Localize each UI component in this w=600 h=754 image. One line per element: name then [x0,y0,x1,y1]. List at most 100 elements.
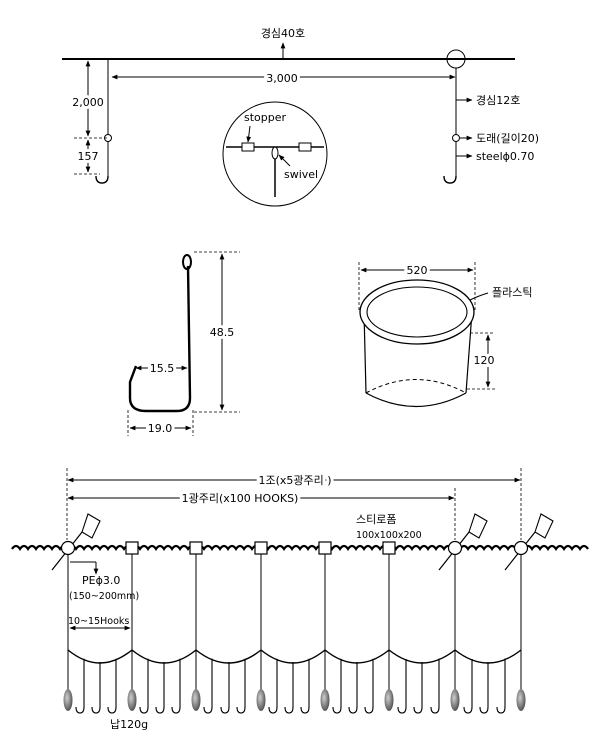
sinker-8 [516,689,526,711]
float-box-2 [189,541,203,555]
branch-label: 157 [78,150,99,163]
ground-line-sag-5 [324,649,390,664]
branch-hook-19 [463,658,473,714]
branch-hook-4 [139,658,149,714]
pot-rim-inner [366,286,468,338]
flag-icon [81,513,101,539]
sinker-6 [384,689,394,711]
pot-diameter-label: 520 [407,264,428,277]
inset-stopper-left [241,142,255,152]
height-label: 2,000 [72,96,104,109]
branch-hook-16 [397,658,407,714]
buoy-marker-3 [504,513,554,571]
branch-hook-12 [300,658,310,714]
branch-hook-6 [171,658,181,714]
branch-hook-17 [413,662,423,714]
ground-line-sag-3 [195,649,262,664]
branch-hook-7 [203,658,213,714]
branch-hook-15 [364,658,374,714]
float-box-4 [318,541,332,555]
right-swivel-circle [452,134,460,142]
branch-hook-1 [75,658,85,714]
branch-hook-8 [220,661,230,714]
span-label: 3,000 [266,72,298,85]
pot-bottom-front [365,392,467,407]
swivel-label: 도래(길이20) [476,132,539,145]
sea-surface-wave [11,544,589,551]
pot-rim-outer [359,279,475,345]
ground-line-sag-1 [67,649,133,664]
inset-stopper-right [298,142,312,152]
pot-detail [358,262,495,407]
buoy-marker-1 [51,513,101,571]
branch-hook-10 [268,658,278,714]
flag-icon [468,513,488,539]
branch-hook-2 [91,662,101,714]
hook-detail [127,251,240,436]
hook-detail-labels: 48.5 15.5 19.0 [145,323,238,438]
inset-stopper-label: stopper [244,111,287,124]
ground-line-sags [67,649,522,664]
sinker-4 [256,689,266,711]
float-label: 스티로폼 [356,513,396,526]
sinker-5 [320,689,330,711]
left-hook [95,175,109,184]
branch-hook-18 [430,658,440,714]
buoy-markers [51,513,554,571]
mainline-label: 경심40호 [261,27,305,40]
pot-height-label: 120 [474,354,495,367]
sinker-label: 납120g [110,718,148,731]
float-box-3 [254,541,268,555]
sinkers [63,650,526,711]
pot-material-label: 플라스틱 [492,286,532,299]
sinker-2 [127,689,137,711]
top-assembly-labels: 경심40호 3,000 2,000 157 경심12호 도래(길이20) ste… [69,27,539,181]
branch-hook-9 [236,658,246,714]
hook-inner-width-label: 15.5 [150,362,175,375]
branch-hook-20 [479,662,489,714]
pot-bottom-back [365,379,467,394]
pot-right-wall [465,311,473,394]
hook-eye [182,254,192,270]
branch-hook-21 [496,658,506,714]
pot-material-leader [469,292,489,301]
buoy-float [447,540,463,556]
buoy-float [60,540,76,556]
flag-icon [534,513,554,539]
hook-width-label: 19.0 [148,422,173,435]
branch-hook-13 [332,658,342,714]
buoy-float [513,540,529,556]
float-size-label: 100x100x200 [356,530,422,541]
wire-label: steelϕ0.70 [476,150,534,163]
buoy-marker-2 [438,513,488,571]
right-hook [443,175,457,184]
branch-hook-3 [107,658,117,714]
float-box-5 [382,541,396,555]
swivel-inset [222,101,328,207]
hook-shape [128,265,192,413]
branch-hook-5 [155,662,165,714]
inset-circle [222,101,328,207]
pot-detail-labels: 520 120 플라스틱 [404,261,533,370]
float-drop-lines [67,548,522,650]
float-boxes [125,541,396,555]
sinker-7 [450,689,460,711]
branch-hook-11 [284,662,294,714]
inset-swivel-arrow [278,154,291,167]
inset-swivel-label: swivel [284,168,318,181]
hook-height-label: 48.5 [210,326,235,339]
basket-label: 1광주리(x100 HOOKS) [182,492,299,505]
ground-line-sag-4 [260,649,326,664]
longline-set-labels: 1조(x5광주리 ) 1광주리(x100 HOOKS) 스티로폼 100x100… [68,471,422,731]
inset-stopper-arrow [246,125,252,143]
ground-line-sag-7 [454,649,522,664]
ground-line-sag-2 [131,649,197,664]
branch-line-label: PEϕ3.0 [82,574,120,587]
hook-count-label: 10~15Hooks [68,616,129,627]
ground-line-sag-6 [388,649,456,664]
inset-swivel [271,146,279,160]
set-label: 1조(x5광주리 ) [258,474,331,487]
branch-length-label: (150~200mm) [69,591,139,602]
sinker-3 [191,689,201,711]
